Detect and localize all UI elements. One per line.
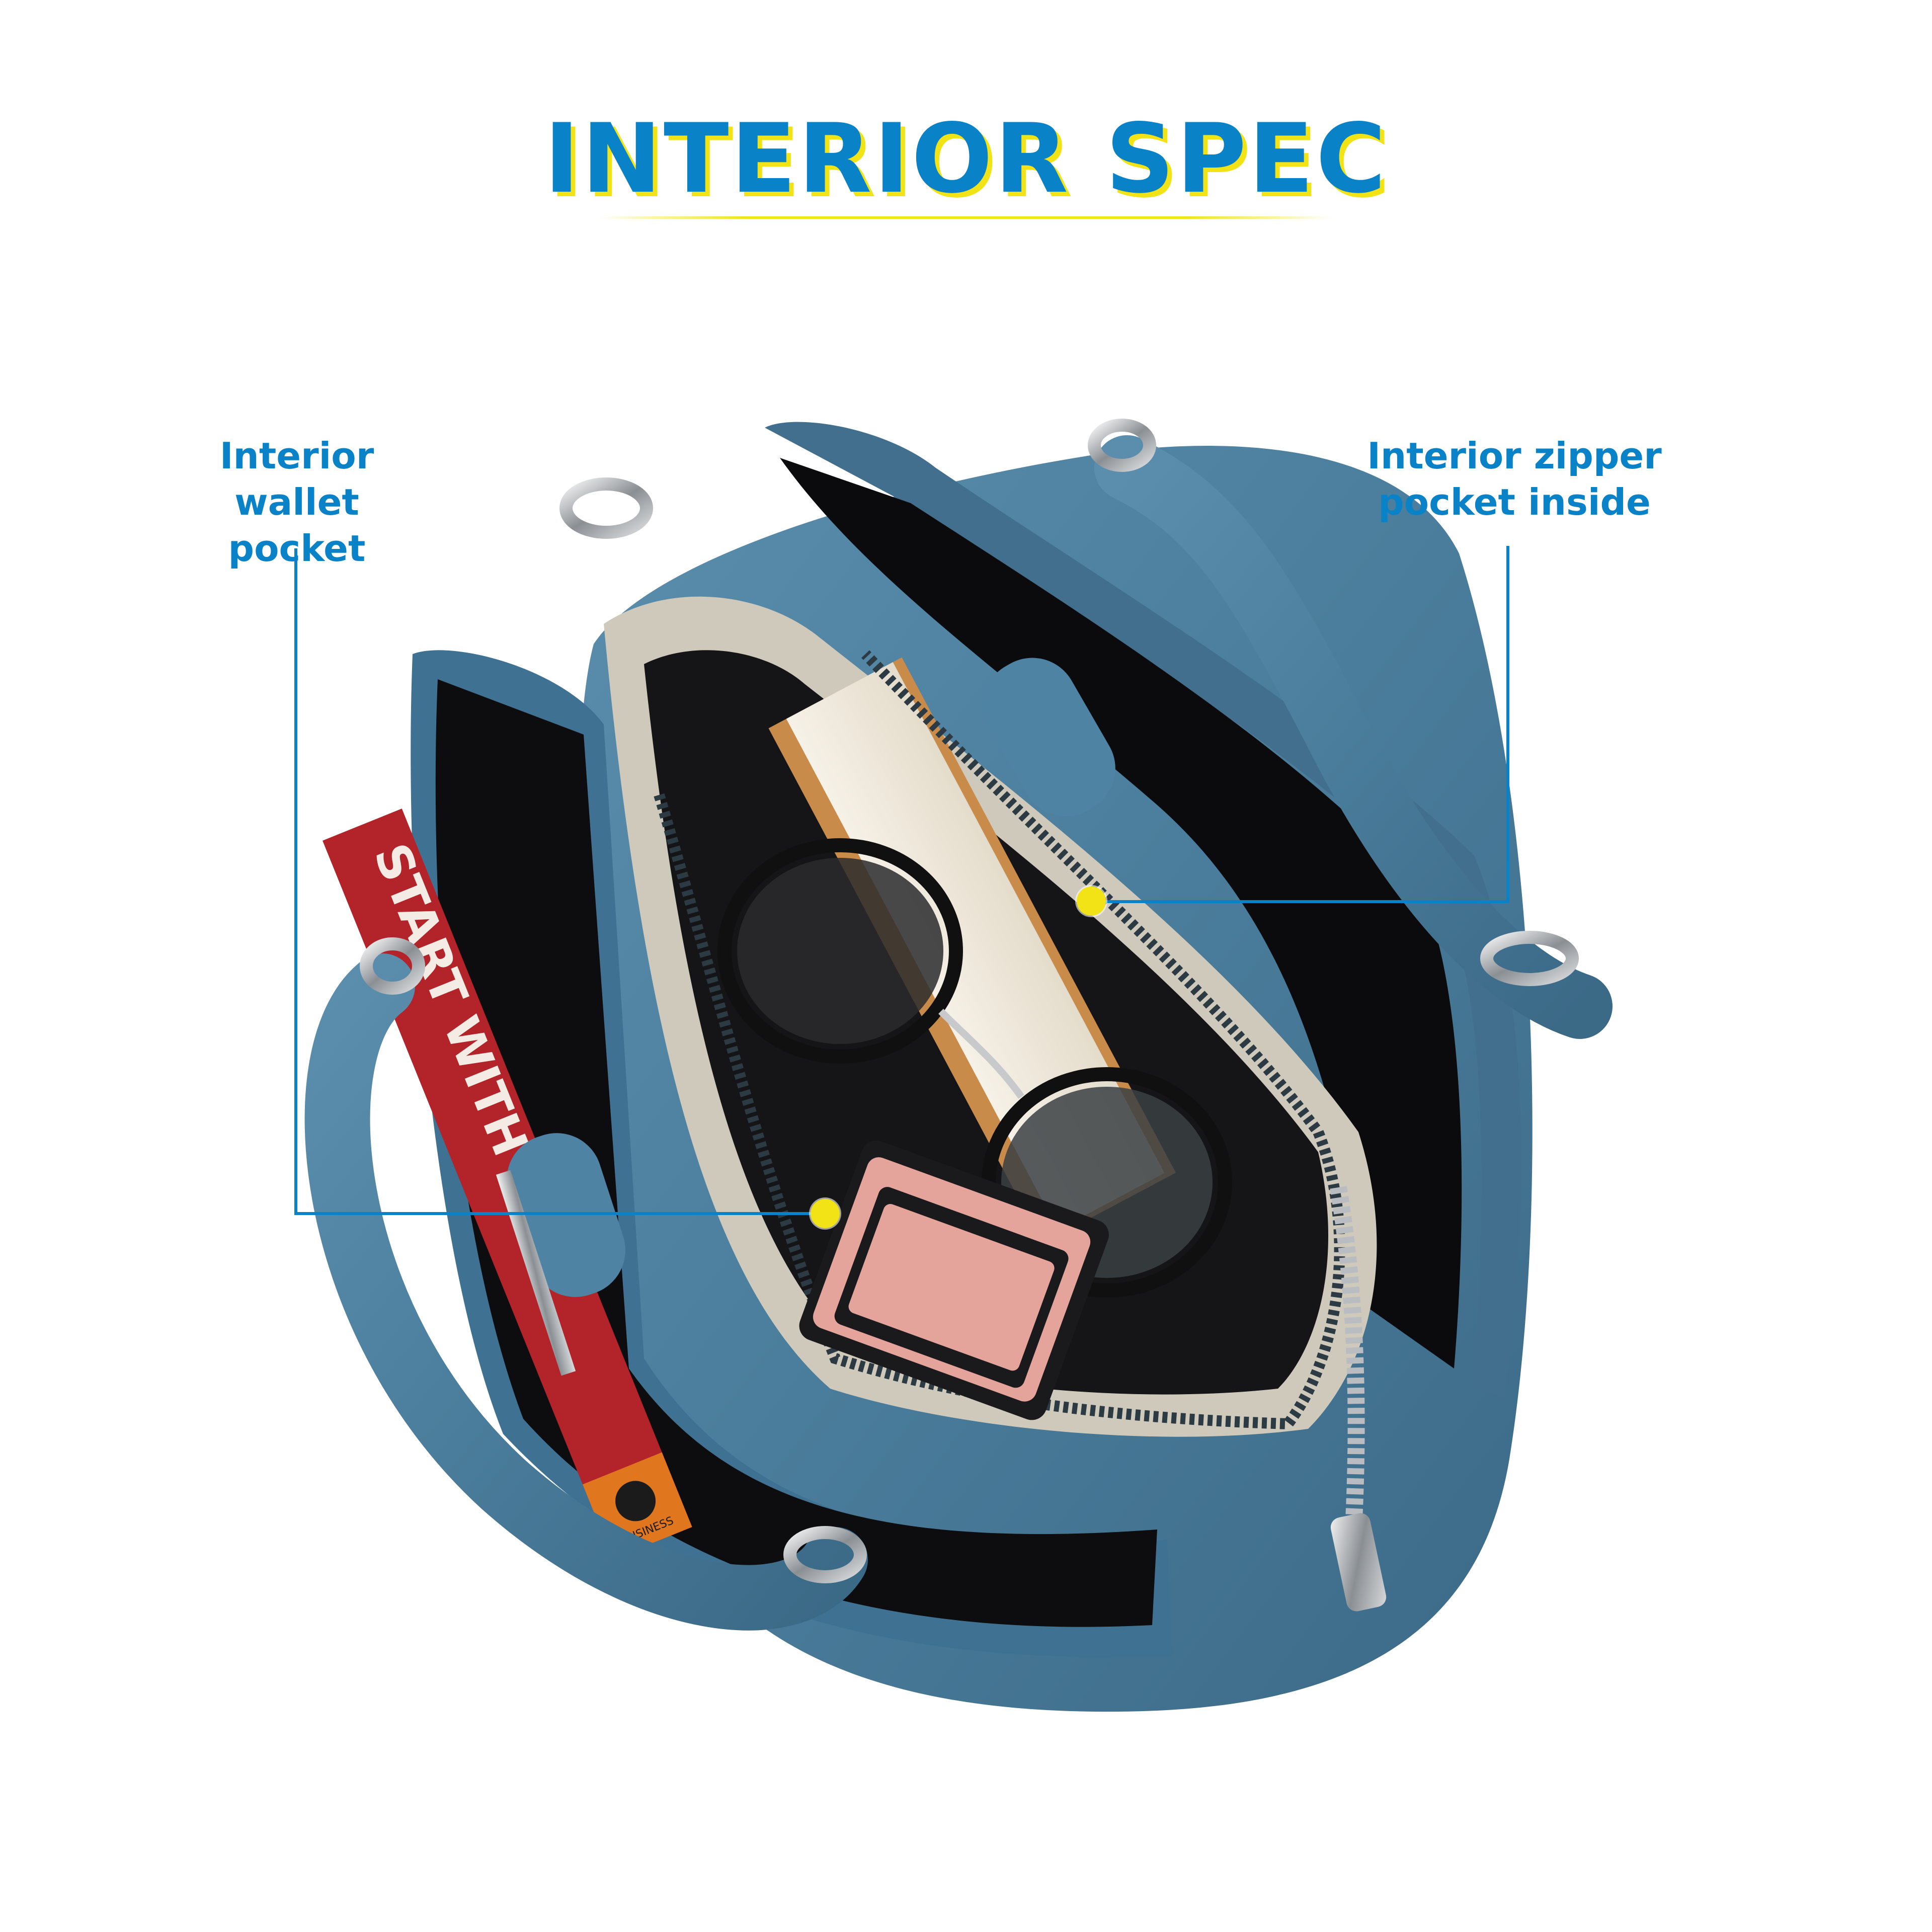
callout-line-zipper-horizontal bbox=[1102, 900, 1509, 903]
callout-label-zipper-pocket: Interior zipper pocket inside bbox=[1367, 435, 1662, 523]
left-handle bbox=[304, 953, 868, 1631]
page-title: INTERIOR SPEC bbox=[544, 103, 1388, 214]
zipper-pull bbox=[1330, 1513, 1387, 1612]
pink-wallet bbox=[799, 1140, 1109, 1420]
callout-line-wallet-vertical bbox=[294, 548, 297, 1215]
callout-dot-wallet-pocket bbox=[811, 1199, 840, 1228]
right-handle bbox=[983, 435, 1613, 1039]
callout-line-wallet-horizontal bbox=[294, 1212, 828, 1215]
callout-dot-zipper-pocket bbox=[1077, 887, 1106, 916]
zipper-track bbox=[654, 650, 1365, 1530]
title-underline bbox=[599, 216, 1333, 219]
right-compartment bbox=[765, 422, 1522, 1399]
callout-label-wallet-pocket: Interior wallet pocket bbox=[219, 435, 374, 570]
hardware bbox=[360, 419, 1579, 1583]
callout-line-zipper-vertical bbox=[1506, 546, 1509, 903]
